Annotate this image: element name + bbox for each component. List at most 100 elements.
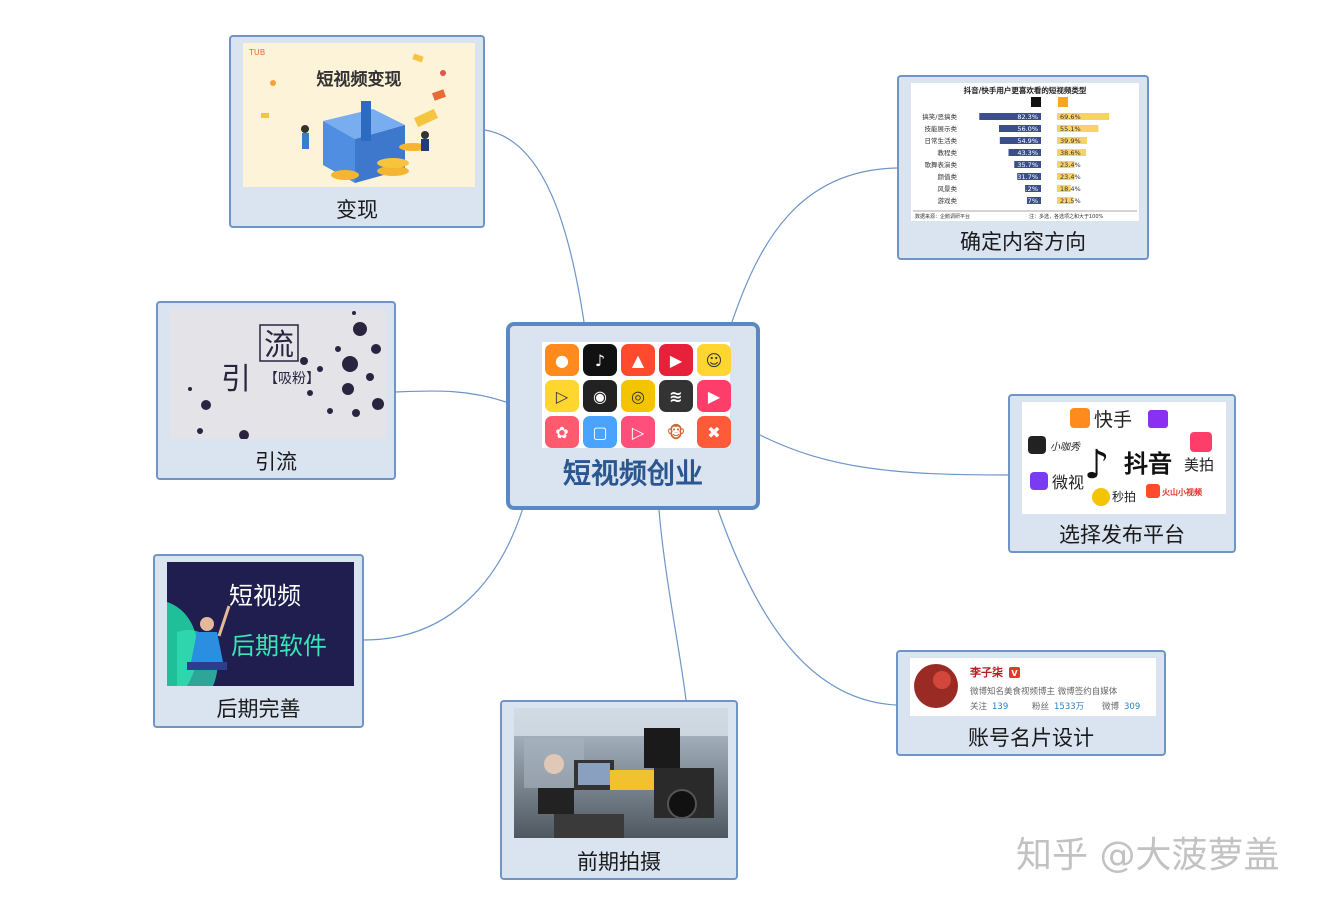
douyin-legend-icon <box>1031 97 1041 107</box>
traffic-sub-text: 【吸粉】 <box>264 371 320 387</box>
chart-value-label-douyin: 43.3% <box>1017 149 1038 157</box>
chart-category-label: 歌舞表演类 <box>925 160 958 169</box>
chart-category-label: 游戏类 <box>938 196 958 205</box>
branch-post-production-label: 后期完善 <box>216 697 301 721</box>
chart-title: 抖音/快手用户更喜欢看的短视频类型 <box>964 85 1087 95</box>
chart-value-label-douyin: 56.0% <box>1017 125 1038 133</box>
chart-bar-douyin <box>999 137 1041 144</box>
monetize-banner-text: 短视频变现 <box>317 69 402 90</box>
stat-weibo-label: 微博 <box>1102 701 1120 712</box>
link-traffic <box>395 390 507 403</box>
chart-value-label-douyin: 82.3% <box>1017 113 1038 121</box>
chart-value-label-kuaishou: 21.5% <box>1060 197 1081 205</box>
branch-content-direction-label: 确定内容方向 <box>960 230 1086 254</box>
chart-bar-douyin <box>1017 173 1041 180</box>
kuaishou-app-icon: ● <box>545 344 579 376</box>
chart-bar-douyin <box>1025 185 1041 192</box>
chart-category-label: 风景类 <box>938 184 958 193</box>
chart-value-label-kuaishou: 23.4% <box>1060 161 1081 169</box>
chart-bar-kuaishou <box>1057 125 1099 132</box>
chart-bar-douyin <box>979 113 1041 120</box>
traffic-char-left: 引 <box>221 362 251 397</box>
chart-value-label-kuaishou: 18.4% <box>1060 185 1081 193</box>
chart-bar-kuaishou <box>1057 149 1086 156</box>
chart-value-label-kuaishou: 55.1% <box>1060 125 1081 133</box>
camera-shape <box>644 728 680 768</box>
link-account <box>717 509 897 706</box>
link-shooting <box>658 509 687 701</box>
chart-bar-douyin <box>1014 161 1041 168</box>
branch-pre-shooting-label: 前期拍摄 <box>577 850 661 874</box>
meipai-app-icon: ▶ <box>697 380 731 412</box>
camera-app-icon: ◎ <box>621 380 655 412</box>
branch-account-card[interactable]: 李子柒 V 微博知名美食视频博主 微博签约自媒体 关注 139 粉丝 1533万… <box>896 650 1166 756</box>
verified-badge-icon <box>1009 667 1020 678</box>
branch-platform-label: 选择发布平台 <box>1059 523 1185 547</box>
branch-platform[interactable]: 快手 小咖秀 ♪ 抖音 美拍 微视 秒拍 火山小视频 选择发布平台 <box>1008 394 1236 553</box>
chart-value-label-douyin: 54.9% <box>1017 137 1038 145</box>
kuaishou-logo-text: 快手 <box>1094 409 1132 431</box>
chart-category-label: 日常生活类 <box>925 136 958 145</box>
chart-value-label-kuaishou: 39.9% <box>1060 137 1081 145</box>
chart-bar-kuaishou <box>1057 113 1110 120</box>
xiaokaxiu-logo-icon <box>1028 436 1046 454</box>
chart-value-label-douyin: 21.2% <box>1017 185 1038 193</box>
chart-bar-kuaishou <box>1057 173 1075 180</box>
chart-value-label-kuaishou: 69.6% <box>1060 113 1081 121</box>
face-app-icon: ☺ <box>697 344 731 376</box>
miaopai-logo-icon <box>1092 488 1110 506</box>
stat-fans-value: 1533万 <box>1054 702 1084 712</box>
stat-follow-value: 139 <box>992 702 1008 712</box>
verified-badge-text: V <box>1011 669 1018 678</box>
kuaishou-legend-icon <box>1058 97 1068 107</box>
branch-account-card-label: 账号名片设计 <box>968 726 1094 750</box>
account-bio: 微博知名美食视频博主 微博签约自媒体 <box>970 686 1118 697</box>
chart-category-label: 技能展示类 <box>925 124 958 133</box>
central-topic-title: 短视频创业 <box>562 457 703 490</box>
kuaishou-logo-icon <box>1070 408 1090 428</box>
chart-bar-douyin <box>1026 197 1041 204</box>
link-monetize <box>484 129 585 323</box>
weishi-app-icon: ▢ <box>583 416 617 448</box>
stat-fans-label: 粉丝 <box>1032 701 1050 712</box>
account-card-image: 李子柒 V 微博知名美食视频博主 微博签约自媒体 关注 139 粉丝 1533万… <box>910 658 1156 716</box>
miaopai-logo-text: 秒拍 <box>1112 489 1136 504</box>
link-content <box>731 167 898 323</box>
branch-monetize-label: 变现 <box>336 198 378 222</box>
branch-monetize[interactable]: TUB 短视频变现 变现 <box>229 35 485 228</box>
chart-value-label-douyin: 18.7% <box>1017 197 1038 205</box>
post-production-banner: 短视频 后期软件 <box>167 562 354 686</box>
play-app-icon: ▷ <box>621 416 655 448</box>
monetize-logo-text: TUB <box>248 48 265 57</box>
eyes-app-icon: ◉ <box>583 380 617 412</box>
central-topic[interactable]: ● ♪ ▲ ▶ ☺ ▷ ◉ ◎ ≋ ▶ ✿ ▢ ▷ 🐵 ✖ 短视频创业 <box>506 322 760 510</box>
chart-value-label-douyin: 31.7% <box>1017 173 1038 181</box>
monetize-illustration: TUB 短视频变现 <box>243 43 475 187</box>
weishi-logo-icon <box>1030 472 1048 490</box>
branch-post-production[interactable]: 短视频 后期软件 后期完善 <box>153 554 364 728</box>
post-banner-line1: 短视频 <box>229 582 301 610</box>
chart-bar-kuaishou <box>1057 161 1075 168</box>
douyin-note-icon: ♪ <box>1084 442 1110 488</box>
monkey-app-icon: 🐵 <box>659 416 693 448</box>
huoshan-logo-text: 火山小视频 <box>1162 487 1202 497</box>
huoshan-app-icon: ▲ <box>621 344 655 376</box>
huoshan-logo-icon <box>1146 484 1160 498</box>
branch-pre-shooting[interactable]: 前期拍摄 <box>500 700 738 880</box>
chart-category-label: 颜值类 <box>938 172 958 181</box>
chart-bar-douyin <box>1008 149 1041 156</box>
branch-traffic[interactable]: 流 引 【吸粉】 引流 <box>156 301 396 480</box>
stripe-app-icon: ≋ <box>659 380 693 412</box>
shooting-photo <box>514 708 728 838</box>
chart-category-label: 教程类 <box>938 148 958 157</box>
post-banner-line2: 后期软件 <box>231 632 327 660</box>
watermark: 知乎 @大菠萝盖 <box>1016 835 1280 876</box>
platform-logos-image: 快手 小咖秀 ♪ 抖音 美拍 微视 秒拍 火山小视频 <box>1022 402 1226 514</box>
meipai-logo-icon <box>1190 432 1212 452</box>
account-name: 李子柒 <box>969 665 1004 679</box>
chart-bar-kuaishou <box>1057 137 1087 144</box>
branch-traffic-label: 引流 <box>255 450 297 474</box>
douyin-logo-text: 抖音 <box>1124 450 1172 478</box>
